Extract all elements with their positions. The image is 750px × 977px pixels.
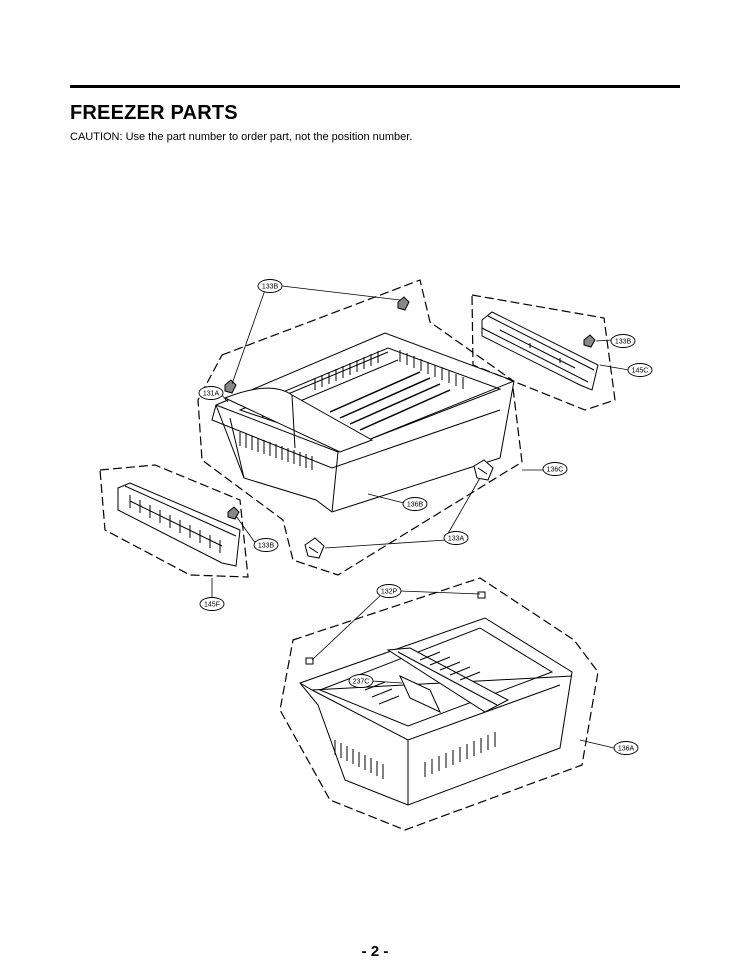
- callout-136C: 136C: [547, 467, 564, 474]
- callout-133B-left: 133B: [258, 543, 275, 550]
- callout-oval-145F: [199, 597, 225, 611]
- callout-133B-right: 133B: [615, 339, 632, 346]
- page-number: - 2 -: [361, 943, 389, 960]
- stopper-133A-left: [304, 537, 325, 559]
- callout-145C: 145C: [632, 368, 649, 375]
- page-title: FREEZER PARTS: [70, 102, 238, 124]
- header-rule: [70, 85, 680, 88]
- callout-145F: 145F: [204, 602, 220, 609]
- callout-oval-133B-left: [253, 538, 279, 552]
- upper-drawer-136B: [211, 332, 515, 513]
- callout-oval-133B-right: [610, 334, 636, 348]
- callout-oval-133B-top: [257, 279, 283, 293]
- pad-132P-left: [305, 657, 314, 665]
- callout-237C: 237C: [353, 679, 370, 686]
- leader-lines: [211, 285, 630, 749]
- callout-136B: 136B: [407, 502, 424, 509]
- stopper-133B-left: [224, 379, 237, 394]
- stopper-133A-right: [473, 459, 494, 481]
- stopper-133B-right: [583, 334, 596, 348]
- upper-drawer-group-outline: [197, 279, 523, 576]
- callout-132P: 132P: [381, 589, 398, 596]
- stopper-133B-lower-left: [227, 506, 240, 520]
- pad-132P-right: [477, 591, 486, 599]
- callout-oval-136C: [542, 462, 568, 476]
- callout-oval-132P: [376, 584, 402, 598]
- callout-oval-133A: [443, 531, 469, 545]
- callout-oval-136A: [613, 741, 639, 755]
- callout-oval-145C: [627, 363, 653, 377]
- callout-136A: 136A: [618, 746, 635, 753]
- callout-131A: 131A: [203, 391, 220, 398]
- rail-145C-outline: [471, 294, 616, 411]
- callout-133B-top: 133B: [262, 284, 279, 291]
- callout-133A: 133A: [448, 536, 465, 543]
- callout-oval-237C: [348, 674, 374, 688]
- rail-145C: [481, 311, 599, 391]
- stopper-133B-top: [397, 296, 410, 311]
- callout-oval-136B: [402, 497, 428, 511]
- rail-145F: [117, 482, 241, 567]
- rail-145F-outline: [99, 464, 249, 578]
- lower-basket-group-outline: [279, 577, 599, 831]
- lower-basket-136A: [299, 617, 573, 806]
- callout-oval-131A: [198, 386, 224, 400]
- caution-note: CAUTION: Use the part number to order pa…: [70, 131, 413, 143]
